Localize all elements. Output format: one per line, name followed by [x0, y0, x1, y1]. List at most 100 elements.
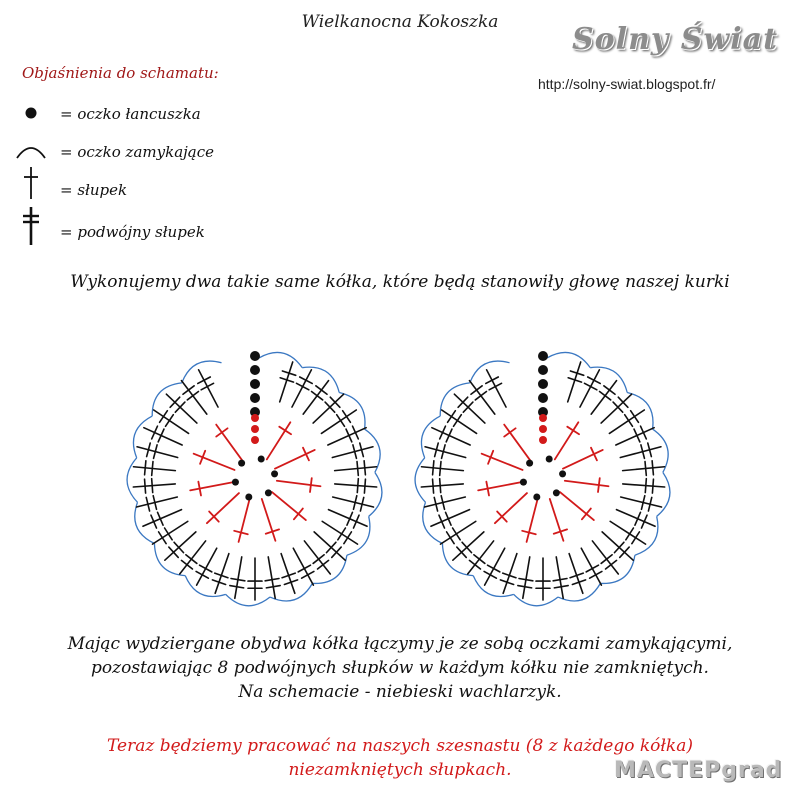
double-treble-stitch-bar: [569, 370, 585, 377]
double-treble-stitch-bar: [358, 442, 365, 458]
red-treble-stitch-bar: [485, 480, 490, 497]
blue-scallop: [652, 428, 669, 473]
double-treble-stitch-bar: [359, 496, 365, 512]
double-treble-stitch-bar: [470, 385, 483, 396]
blue-scallop: [225, 593, 271, 607]
double-treble-stitch: [466, 540, 495, 575]
double-treble-stitch-bar: [312, 553, 325, 565]
double-treble-stitch-bar: [211, 579, 227, 586]
double-treble-stitch-bar: [150, 460, 154, 477]
double-treble-stitch-bar: [598, 390, 612, 401]
blue-scallop: [181, 360, 222, 384]
double-treble-stitch-bar: [143, 460, 147, 476]
double-treble-stitch-bar: [571, 579, 587, 586]
double-treble-stitch-bar: [618, 546, 630, 559]
chain-dot: [250, 407, 260, 417]
legend-item-chain: = oczko łancuszka: [14, 100, 274, 130]
double-treble-stitch-bar: [486, 564, 501, 573]
double-treble-stitch: [331, 445, 374, 459]
double-treble-stitch-bar: [300, 570, 315, 579]
double-treble-stitch: [502, 552, 518, 595]
double-treble-stitch: [615, 426, 655, 446]
double-treble-stitch-bar: [433, 442, 440, 458]
double-treble-stitch-bar: [438, 460, 442, 477]
double-treble-stitch-bar: [174, 401, 186, 414]
double-treble-stitch-bar: [229, 584, 245, 589]
double-treble-stitch-bar: [633, 428, 641, 443]
double-treble-stitch-bar: [295, 382, 310, 391]
double-treble-stitch-bar: [335, 413, 346, 428]
center-chain-dot: [257, 455, 265, 463]
double-treble-stitch-bar: [145, 442, 152, 458]
double-treble-stitch-bar: [612, 401, 624, 414]
red-treble-stitch: [271, 491, 307, 521]
double-treble-stitch-bar: [600, 553, 613, 565]
red-treble-stitch-bar: [199, 449, 207, 465]
blue-scallop: [546, 351, 591, 369]
double-treble-stitch: [566, 361, 582, 403]
double-treble-stitch-bar: [552, 577, 568, 582]
chain-stitch-icon: [25, 107, 37, 119]
double-treble-stitch: [608, 409, 646, 435]
double-treble-stitch-bar: [585, 564, 600, 573]
double-treble-stitch-bar: [341, 409, 352, 424]
double-treble-stitch: [267, 556, 276, 600]
double-treble-stitch-bar: [157, 428, 165, 443]
red-chain-dot: [539, 425, 547, 433]
crochet-circle-right: [414, 351, 671, 607]
double-treble-stitch: [151, 520, 189, 545]
chain-dot: [250, 379, 260, 389]
red-treble-stitch-bar: [208, 510, 220, 523]
legend-item-slip: = oczko zamykające: [14, 138, 274, 168]
chain-dot: [538, 351, 548, 361]
double-treble-stitch-bar: [473, 553, 486, 565]
double-treble-stitch-icon: [23, 207, 39, 245]
chain-dot: [538, 393, 548, 403]
double-treble-stitch: [424, 445, 467, 459]
red-treble-stitch: [525, 498, 539, 543]
double-treble-stitch: [555, 556, 564, 600]
double-treble-stitch-bar: [499, 579, 515, 586]
double-treble-stitch-bar: [588, 570, 603, 579]
double-treble-stitch-bar: [163, 527, 173, 541]
red-treble-stitch: [480, 452, 524, 471]
double-treble-stitch-bar: [150, 425, 159, 440]
blue-scallop: [656, 471, 671, 517]
double-treble-stitch: [234, 556, 243, 600]
double-treble-stitch-bar: [164, 413, 175, 428]
double-treble-stitch-bar: [553, 584, 569, 589]
blue-scallop: [269, 583, 313, 602]
blue-scallop: [346, 516, 371, 556]
double-treble-stitch-bar: [173, 541, 185, 554]
double-treble-stitch-bar: [346, 511, 354, 527]
double-treble-stitch: [132, 465, 177, 472]
red-treble-stitch-bar: [309, 477, 313, 493]
center-chain-dot: [264, 489, 272, 497]
double-treble-stitch-bar: [431, 460, 435, 476]
red-treble-stitch-bar: [233, 529, 249, 536]
blue-scallop: [302, 366, 340, 393]
legend-label: = oczko zamykające: [60, 143, 215, 161]
instructions-text: Mając wydziergane obydwa kółka łączymy j…: [0, 632, 800, 704]
double-treble-stitch: [440, 409, 478, 435]
double-treble-stitch-bar: [315, 385, 328, 396]
double-treble-stitch: [452, 531, 485, 561]
double-treble-stitch: [609, 520, 647, 545]
double-treble-stitch-bar: [640, 444, 646, 460]
chain-dot: [538, 365, 548, 375]
red-treble-stitch: [553, 421, 580, 461]
red-chain-dot: [251, 414, 259, 422]
double-treble-stitch-bar: [438, 514, 446, 529]
blue-scallop: [368, 471, 383, 517]
double-treble-stitch: [280, 552, 296, 595]
double-treble-stitch: [132, 483, 177, 488]
blue-scallop: [132, 415, 153, 459]
double-treble-stitch-bar: [297, 564, 312, 573]
double-treble-stitch: [439, 520, 477, 545]
double-treble-stitch-bar: [324, 401, 336, 414]
red-treble-stitch: [503, 423, 531, 462]
center-chain-dot: [245, 493, 253, 501]
double-treble-stitch-bar: [446, 409, 457, 424]
chain-dot: [250, 365, 260, 375]
blue-scallop: [557, 583, 601, 602]
